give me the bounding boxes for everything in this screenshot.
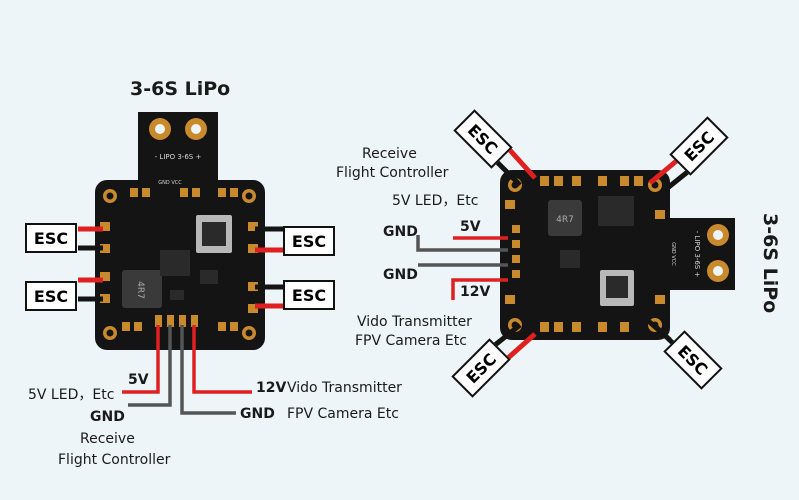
- right-vido-label: Vido Transmitter: [357, 314, 472, 330]
- right-output-wires: [416, 235, 508, 300]
- left-fpv-label: FPV Camera Etc: [287, 406, 399, 422]
- right-gnd-label-1: GND: [383, 224, 418, 240]
- right-12v-tag: 12V: [460, 284, 491, 300]
- left-pdb-board: - LIPO 3-6S + GND VCC 4R7: [95, 112, 265, 350]
- left-inductor-label: 4R7: [135, 281, 145, 299]
- right-flight-controller-label: Flight Controller: [336, 165, 449, 181]
- left-5v-tag: 5V: [128, 372, 149, 388]
- right-receive-label: Receive: [362, 146, 417, 162]
- left-gnd-label-1: GND: [90, 409, 125, 425]
- right-title: 3-6S LiPo: [759, 213, 781, 314]
- right-inductor-label: 4R7: [556, 215, 574, 225]
- right-5v-led-label: 5V LED，Etc: [392, 193, 479, 209]
- left-12v-tag: 12V: [256, 380, 287, 396]
- right-gnd-vcc-silkscreen: GND VCC: [670, 242, 676, 266]
- right-esc-wires: [493, 146, 692, 360]
- left-title: 3-6S LiPo: [130, 78, 231, 100]
- right-gnd-label-2: GND: [383, 267, 418, 283]
- left-vido-label: Vido Transmitter: [287, 380, 402, 396]
- left-lipo-silkscreen: - LIPO 3-6S +: [155, 153, 202, 161]
- right-fpv-label: FPV Camera Etc: [355, 333, 467, 349]
- right-pdb-board: - LIPO 3-6S + GND VCC 4R7: [500, 170, 735, 340]
- left-output-wires: [122, 325, 252, 415]
- left-flight-controller-label: Flight Controller: [58, 452, 171, 468]
- right-lipo-silkscreen: - LIPO 3-6S +: [693, 231, 701, 278]
- left-esc-bottom-left: ESC: [25, 281, 77, 311]
- left-receive-label: Receive: [80, 431, 135, 447]
- right-5v-tag: 5V: [460, 219, 481, 235]
- left-esc-top-right: ESC: [283, 226, 335, 256]
- left-esc-bottom-right: ESC: [283, 280, 335, 310]
- left-gnd-label-2: GND: [240, 406, 275, 422]
- left-5v-led-label: 5V LED，Etc: [28, 387, 115, 403]
- left-esc-wires: [78, 226, 283, 309]
- left-gnd-vcc-silkscreen: GND VCC: [158, 180, 182, 186]
- left-esc-top-left: ESC: [25, 223, 77, 253]
